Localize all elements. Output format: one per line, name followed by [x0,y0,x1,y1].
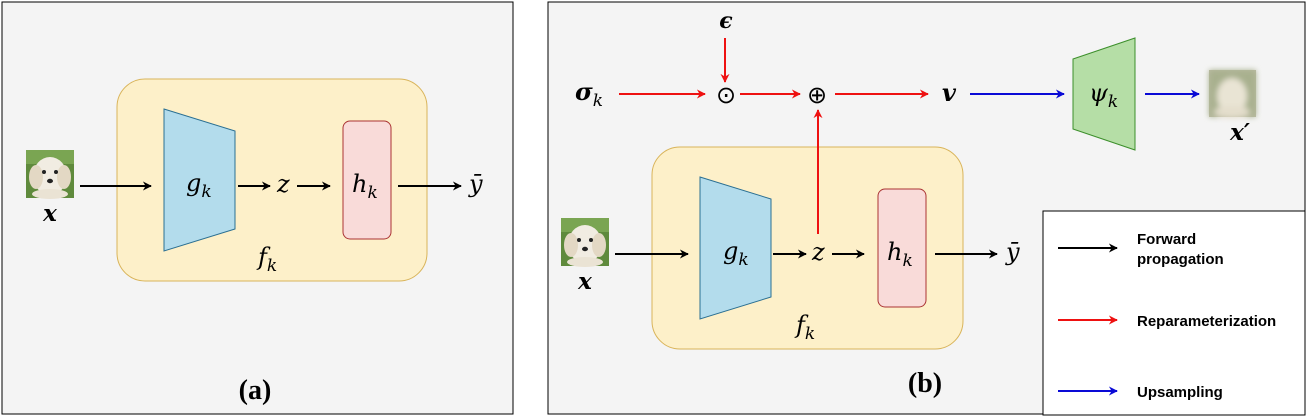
input-label-b: x [577,268,592,295]
panel-a: x gk z hk ȳ fk (a) [1,1,514,415]
latent-label-b: z [811,238,825,266]
encoder-label-b: gk [723,237,749,270]
input-label-a: x [42,200,57,227]
input-image-a [26,150,74,199]
caption-a: (a) [239,375,272,406]
reconstruction-image-b [1209,70,1256,118]
caption-b: (b) [908,368,942,399]
legend-label-forward-2: propagation [1137,251,1224,268]
sigma-label: σk [575,77,603,111]
latent-label-a: z [276,170,290,198]
head-block-a [342,120,392,240]
legend-box [1042,210,1306,416]
panel-b: x gk z hk ȳ fk ϵ σk ⊙ ⊕ v ψk x′ (b) Forw… [547,1,1306,416]
legend-label-upsample: Upsampling [1137,384,1223,401]
reconstruction-label: x′ [1229,119,1250,146]
v-label: v [942,78,957,107]
legend-label-forward-1: Forward [1137,231,1196,248]
legend: Forward propagation Reparameterization U… [1042,210,1306,416]
sum-operator: ⊕ [807,81,827,109]
encoder-label-a: gk [186,169,212,202]
decoder-label: ψk [1089,79,1118,112]
output-label-b: ȳ [1005,238,1020,266]
output-label-a: ȳ [468,170,483,198]
decoder-trapezoid-b [1072,37,1136,151]
head-label-b: hk [887,238,913,271]
input-image-b [561,218,609,267]
encoder-trapezoid-b [699,176,772,320]
head-block-b [877,188,927,308]
noise-label: ϵ [719,8,733,34]
head-label-a: hk [352,170,378,203]
hadamard-operator: ⊙ [716,81,736,109]
encoder-trapezoid-a [163,108,236,252]
legend-label-reparam: Reparameterization [1137,313,1276,330]
